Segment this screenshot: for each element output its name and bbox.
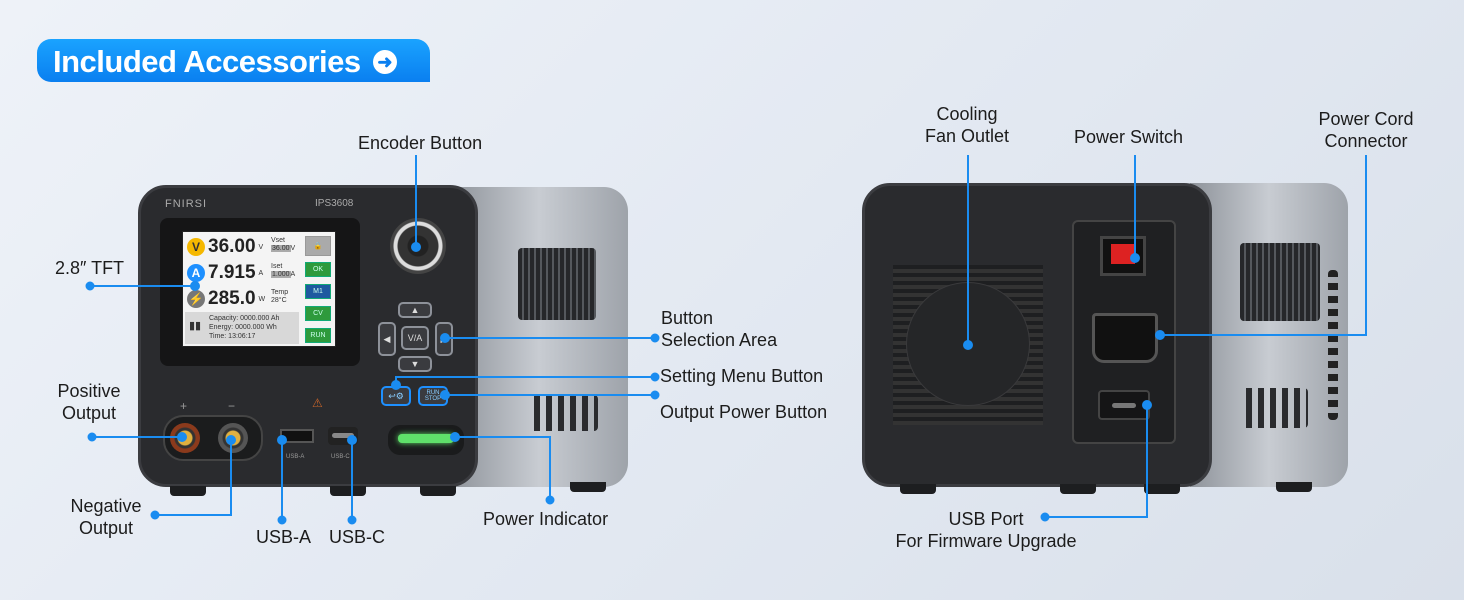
label-line: USB Port	[948, 509, 1024, 529]
model-label: IPS3608	[315, 198, 354, 209]
power-unit: W	[258, 295, 266, 303]
badge-title: Included Accessories	[53, 44, 361, 79]
included-accessories-badge[interactable]: Included Accessories ➜	[37, 39, 430, 82]
usb-c-label: USB-C	[329, 527, 386, 547]
label-line: Negative	[70, 496, 142, 516]
tft-label: 2.8″ TFT	[55, 258, 125, 278]
power-cord-connector[interactable]	[1092, 313, 1158, 363]
chart-icon: ▮▮	[189, 320, 202, 332]
time: Time: 13:06:17	[209, 333, 256, 340]
temp-value: 28°C	[271, 297, 287, 304]
label-line: Positive	[57, 381, 121, 401]
warning-icon: ⚠	[312, 396, 323, 410]
screen-run: RUN	[305, 328, 331, 343]
usb-a-label: USB-A	[256, 527, 312, 547]
output-power-label: Output Power Button	[660, 402, 828, 422]
up-key[interactable]: ▲	[398, 302, 432, 318]
usb-a-port[interactable]	[280, 429, 314, 443]
power-switch[interactable]	[1100, 236, 1146, 276]
foot	[330, 486, 366, 496]
arrow-right-circle-icon: ➜	[372, 50, 397, 74]
side-bottom-vent	[528, 395, 598, 431]
stats-panel: ▮▮ Capacity: 0000.000 Ah Energy: 0000.00…	[185, 312, 299, 344]
side-slot-vents	[1328, 270, 1338, 420]
screen-m1: M1	[305, 284, 331, 299]
side-handle-vent	[1240, 243, 1320, 321]
screen-ok: OK	[305, 262, 331, 277]
current-unit: A	[258, 269, 264, 277]
capacity: Capacity: 0000.000 Ah	[209, 315, 280, 322]
vset-value: 36.00	[271, 245, 291, 252]
usb-c-port[interactable]	[328, 427, 358, 445]
firmware-usb-port[interactable]	[1098, 390, 1150, 420]
usb-a-port-label: USB-A	[286, 454, 305, 460]
voltage-icon: V	[187, 238, 205, 256]
brand-logo: FNIRSI	[165, 198, 208, 210]
lock-sound-fan-icon: 🔒	[305, 236, 331, 256]
power-readout: 285.0	[208, 288, 256, 309]
side-bottom-vent	[1240, 388, 1308, 428]
minus-sign: −	[228, 399, 236, 413]
label-line: Button	[661, 308, 714, 328]
iset-value: 1.000	[271, 271, 291, 278]
label-line: For Firmware Upgrade	[895, 531, 1077, 551]
label-line: Connector	[1324, 131, 1408, 151]
usb-c-port-label: USB-C	[331, 454, 350, 460]
output-power-button[interactable]: RUN STOP	[418, 386, 448, 406]
right-key[interactable]: ▶	[435, 322, 453, 356]
screen-cv: CV	[305, 306, 331, 321]
foot	[170, 486, 206, 496]
foot	[1060, 484, 1096, 494]
side-handle-vent	[518, 248, 596, 320]
temp-label: Temp	[271, 289, 289, 296]
current-icon: A	[187, 264, 205, 282]
power-icon: ⚡	[187, 290, 205, 308]
va-key[interactable]: V/A	[401, 326, 429, 350]
foot	[1276, 482, 1312, 492]
label-line: Output	[78, 518, 134, 538]
foot	[570, 482, 606, 492]
encoder-button-label: Encoder Button	[358, 133, 483, 153]
setting-menu-label: Setting Menu Button	[660, 366, 824, 386]
fan-icon	[906, 282, 1030, 406]
negative-output-terminal[interactable]	[218, 423, 248, 453]
current-readout: 7.915	[208, 262, 256, 283]
plus-sign: +	[180, 399, 188, 413]
foot	[1144, 484, 1180, 494]
label-line: Fan Outlet	[924, 126, 1010, 146]
setting-menu-button[interactable]: ↩⚙	[381, 386, 411, 406]
energy: Energy: 0000.000 Wh	[209, 324, 277, 331]
foot	[900, 484, 936, 494]
label-line: Cooling	[936, 104, 998, 124]
vset-label: Vset	[271, 237, 286, 244]
foot	[420, 486, 456, 496]
label-line: Power Cord	[1318, 109, 1414, 129]
down-key[interactable]: ▼	[398, 356, 432, 372]
iset-unit: A	[290, 271, 296, 278]
voltage-readout: 36.00	[208, 236, 256, 257]
encoder-knob[interactable]	[390, 218, 446, 274]
rear-device-side	[1190, 183, 1348, 487]
vset-unit: V	[290, 245, 296, 252]
power-indicator	[388, 425, 464, 455]
label-line: Output	[61, 403, 117, 423]
power-switch-label: Power Switch	[1074, 127, 1184, 147]
left-key[interactable]: ◀	[378, 322, 396, 356]
iset-label: Iset	[271, 263, 283, 270]
positive-output-terminal[interactable]	[170, 423, 200, 453]
voltage-unit: V	[258, 243, 264, 251]
power-indicator-label: Power Indicator	[483, 509, 609, 529]
label-line: Selection Area	[661, 330, 778, 350]
